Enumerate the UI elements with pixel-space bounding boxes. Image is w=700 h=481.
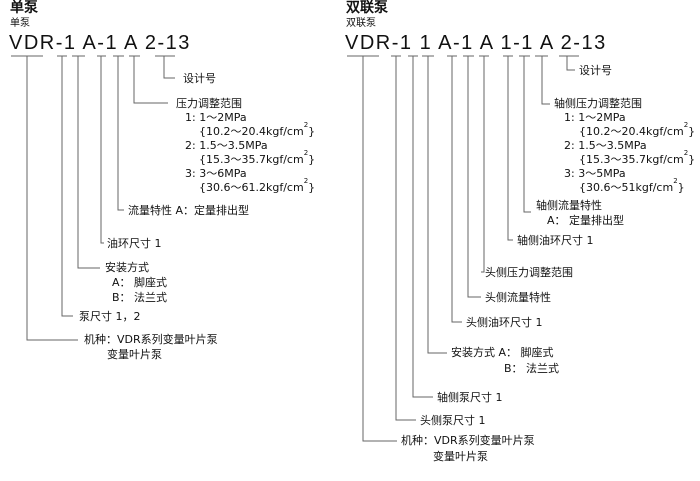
double-mounting-b: B： 法兰式	[504, 362, 560, 375]
double-shaft-oil-ring: 轴侧油环尺寸 1	[517, 234, 594, 247]
brace: }	[677, 181, 685, 194]
row-kgf: {15.3～35.7kgf/cm	[579, 153, 684, 166]
row-code: 2:	[564, 139, 575, 152]
row-code: 1:	[564, 111, 575, 124]
row-mpa: 3～6MPa	[199, 167, 247, 180]
superscript: 2	[683, 121, 689, 129]
row-code: 2:	[185, 139, 196, 152]
row-kgf: {10.2～20.4kgf/cm	[199, 125, 304, 138]
single-model-type: 机种：VDR系列变量叶片泵	[84, 333, 218, 346]
row-code: 3:	[564, 167, 575, 180]
single-pump-size: 泵尺寸 1，2	[79, 310, 141, 323]
double-shaft-flow-title: 轴侧流量特性	[536, 199, 602, 212]
row-mpa: 1～2MPa	[199, 111, 247, 124]
row-mpa: 1.5～3.5MPa	[578, 139, 647, 152]
double-head-oil-ring: 头侧油环尺寸 1	[466, 316, 543, 329]
row-code: 1:	[185, 111, 196, 124]
double-pump-heading: 双联泵	[346, 0, 388, 16]
single-flow-characteristic: 流量特性 A：定量排出型	[128, 204, 250, 217]
double-design-number: 设计号	[579, 64, 612, 77]
double-shaft-pump-size: 轴侧泵尺寸 1	[437, 391, 503, 404]
double-pump-model-code: VDR-1 1 A-1 A 1-1 A 2-13	[345, 32, 607, 54]
brace: }	[688, 125, 696, 138]
superscript: 2	[303, 177, 309, 185]
brace: }	[308, 181, 316, 194]
double-model-type-line2: 变量叶片泵	[433, 450, 488, 463]
brace: }	[688, 153, 696, 166]
single-pump-model-code: VDR-1 A-1 A 2-13	[9, 32, 191, 54]
row-kgf: {10.2～20.4kgf/cm	[579, 125, 684, 138]
brace: }	[308, 125, 316, 138]
double-shaft-flow-a: A： 定量排出型	[547, 214, 625, 227]
double-mounting-title: 安装方式 A： 脚座式	[451, 346, 554, 359]
single-mounting-b: B： 法兰式	[112, 291, 168, 304]
double-head-flow: 头侧流量特性	[485, 291, 551, 304]
double-pump-sublabel: 双联泵	[346, 18, 376, 29]
double-head-pump-size: 头侧泵尺寸 1	[420, 414, 486, 427]
superscript: 2	[303, 121, 309, 129]
row-mpa: 1～2MPa	[578, 111, 626, 124]
double-model-type: 机种：VDR系列变量叶片泵	[401, 434, 535, 447]
single-model-type-line2: 变量叶片泵	[107, 348, 162, 361]
superscript: 2	[683, 149, 689, 157]
superscript: 2	[673, 177, 678, 185]
row-mpa: 1.5～3.5MPa	[199, 139, 268, 152]
single-mounting-title: 安装方式	[105, 261, 149, 274]
row-kgf: {15.3～35.7kgf/cm	[199, 153, 304, 166]
single-pump-sublabel: 单泵	[10, 18, 30, 29]
row-mpa: 3～5MPa	[578, 167, 626, 180]
row-kgf: {30.6～61.2kgf/cm	[199, 181, 304, 194]
double-head-pressure: 头侧压力调整范围	[485, 266, 573, 279]
single-pump-heading: 单泵	[10, 0, 38, 16]
single-design-number: 设计号	[183, 72, 216, 85]
row-kgf: {30.6～51kgf/cm	[579, 181, 674, 194]
row-code: 3:	[185, 167, 196, 180]
brace: }	[308, 153, 316, 166]
superscript: 2	[303, 149, 309, 157]
double-pressure-title: 轴侧压力调整范围	[554, 97, 642, 110]
single-pressure-title: 压力调整范围	[176, 97, 242, 110]
single-oil-ring-size: 油环尺寸 1	[107, 237, 162, 250]
single-mounting-a: A： 脚座式	[112, 276, 168, 289]
